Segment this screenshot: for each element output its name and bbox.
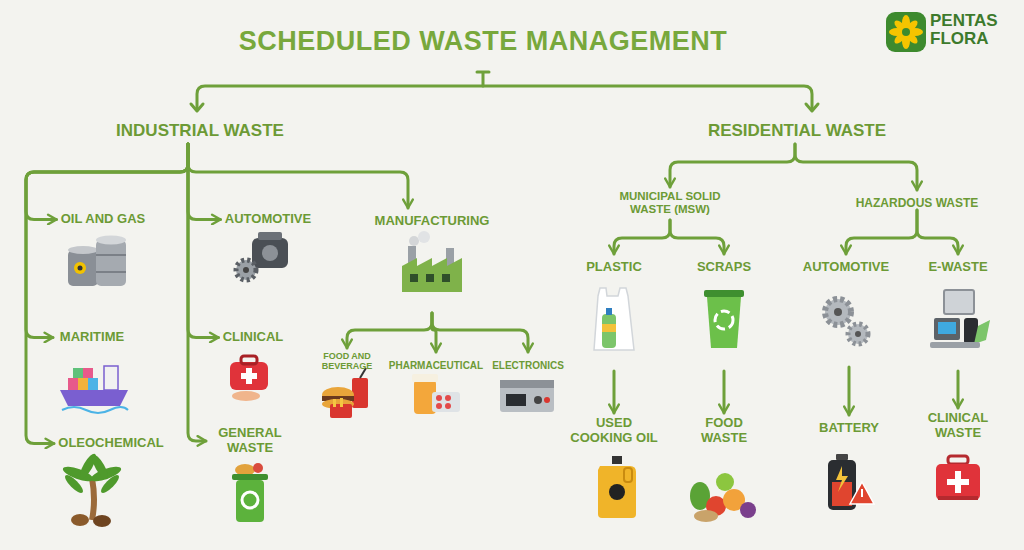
battery-icon xyxy=(828,454,874,510)
category-node: MANUFACTURING xyxy=(374,211,491,310)
title-block: SCHEDULED WASTE MANAGEMENT xyxy=(0,26,966,57)
category-label: SCRAPS xyxy=(697,260,751,275)
connector xyxy=(26,144,188,443)
electronics-icon xyxy=(500,380,554,412)
category-node: MUNICIPAL SOLID WASTE (MSW) xyxy=(607,190,734,217)
category-label: GENERAL WASTE xyxy=(210,426,290,456)
category-node: ELECTRONICS xyxy=(491,355,565,429)
category-label: PLASTIC xyxy=(586,260,642,275)
category-label: FOOD WASTE xyxy=(693,416,755,446)
category-node: PLASTIC xyxy=(585,257,643,368)
vegetables-icon xyxy=(690,473,756,522)
plastic-icon xyxy=(594,288,634,350)
connector xyxy=(846,210,917,254)
palm-icon xyxy=(61,452,122,527)
category-label: AUTOMOTIVE xyxy=(803,260,889,275)
category-label: RESIDENTIAL WASTE xyxy=(708,121,886,141)
connector xyxy=(613,371,616,413)
connector xyxy=(957,371,960,408)
category-node: PHARMACEUTICAL xyxy=(388,355,485,431)
category-label: CLINICAL WASTE xyxy=(920,411,996,441)
connector xyxy=(26,144,188,219)
category-label: HAZARDOUS WASTE xyxy=(856,197,979,211)
connector xyxy=(432,313,528,352)
connector xyxy=(917,210,958,254)
title-branch xyxy=(191,72,818,111)
category-label: CLINICAL xyxy=(223,330,284,345)
connector xyxy=(670,144,795,187)
engine-icon xyxy=(236,232,288,280)
connector xyxy=(723,371,726,413)
oil-jug-icon xyxy=(598,456,636,518)
clinical-icon xyxy=(230,356,268,401)
category-label: OIL AND GAS xyxy=(61,212,146,227)
connector xyxy=(795,144,917,190)
ewaste-icon xyxy=(930,290,990,348)
logo-flower xyxy=(886,12,926,52)
category-node: MARITIME xyxy=(56,327,128,426)
ship-icon xyxy=(60,366,128,413)
category-node: E-WASTE xyxy=(925,257,991,368)
gears-icon xyxy=(825,299,868,344)
category-label: E-WASTE xyxy=(928,260,987,275)
category-node: OLEOCHEMICAL xyxy=(57,433,165,542)
title: SCHEDULED WASTE MANAGEMENT xyxy=(239,26,728,56)
category-node: INDUSTRIAL WASTE xyxy=(115,121,285,141)
connector xyxy=(614,220,670,254)
factory-icon xyxy=(402,231,462,292)
category-label: USED COOKING OIL xyxy=(567,416,662,446)
category-node: CLINICAL xyxy=(222,327,285,416)
food-icon xyxy=(322,368,368,418)
category-node: GENERAL WASTE xyxy=(209,426,291,550)
category-node: SCRAPS xyxy=(696,257,753,368)
category-label: AUTOMOTIVE xyxy=(225,212,311,227)
logo-text: PENTAS FLORA xyxy=(930,12,1012,48)
connector xyxy=(188,144,206,441)
pills-icon xyxy=(412,374,460,414)
category-node: USED COOKING OIL xyxy=(566,416,663,550)
category-label: ELECTRONICS xyxy=(492,360,564,372)
category-node: CLINICAL WASTE xyxy=(919,411,997,535)
connector xyxy=(188,144,219,337)
category-node: BATTERY xyxy=(818,418,880,529)
connector xyxy=(670,220,724,254)
category-node: RESIDENTIAL WASTE xyxy=(707,121,888,141)
category-node: AUTOMOTIVE xyxy=(224,209,313,290)
connector xyxy=(347,313,432,348)
category-node: HAZARDOUS WASTE xyxy=(855,193,980,207)
category-node: FOOD WASTE xyxy=(692,416,756,550)
category-label: OLEOCHEMICAL xyxy=(58,436,163,451)
first-aid-icon xyxy=(936,456,980,500)
connector xyxy=(848,367,851,415)
logo-block: PENTAS FLORA xyxy=(930,12,1012,48)
recycle-bin-icon xyxy=(704,290,744,348)
waste-bin-icon xyxy=(232,463,268,522)
category-node: FOOD AND BEVERAGE xyxy=(315,351,379,444)
category-label: BATTERY xyxy=(819,421,879,436)
oil-barrels-icon xyxy=(68,236,126,287)
connector xyxy=(188,144,221,219)
category-label: MUNICIPAL SOLID WASTE (MSW) xyxy=(608,190,733,216)
category-node: AUTOMOTIVE xyxy=(802,257,891,364)
category-label: MARITIME xyxy=(60,330,124,345)
category-label: INDUSTRIAL WASTE xyxy=(116,121,284,141)
category-label: MANUFACTURING xyxy=(375,214,490,229)
category-label: FOOD AND BEVERAGE xyxy=(316,351,378,372)
category-node: OIL AND GAS xyxy=(60,209,147,290)
connector xyxy=(188,144,408,208)
category-label: PHARMACEUTICAL xyxy=(389,360,483,372)
